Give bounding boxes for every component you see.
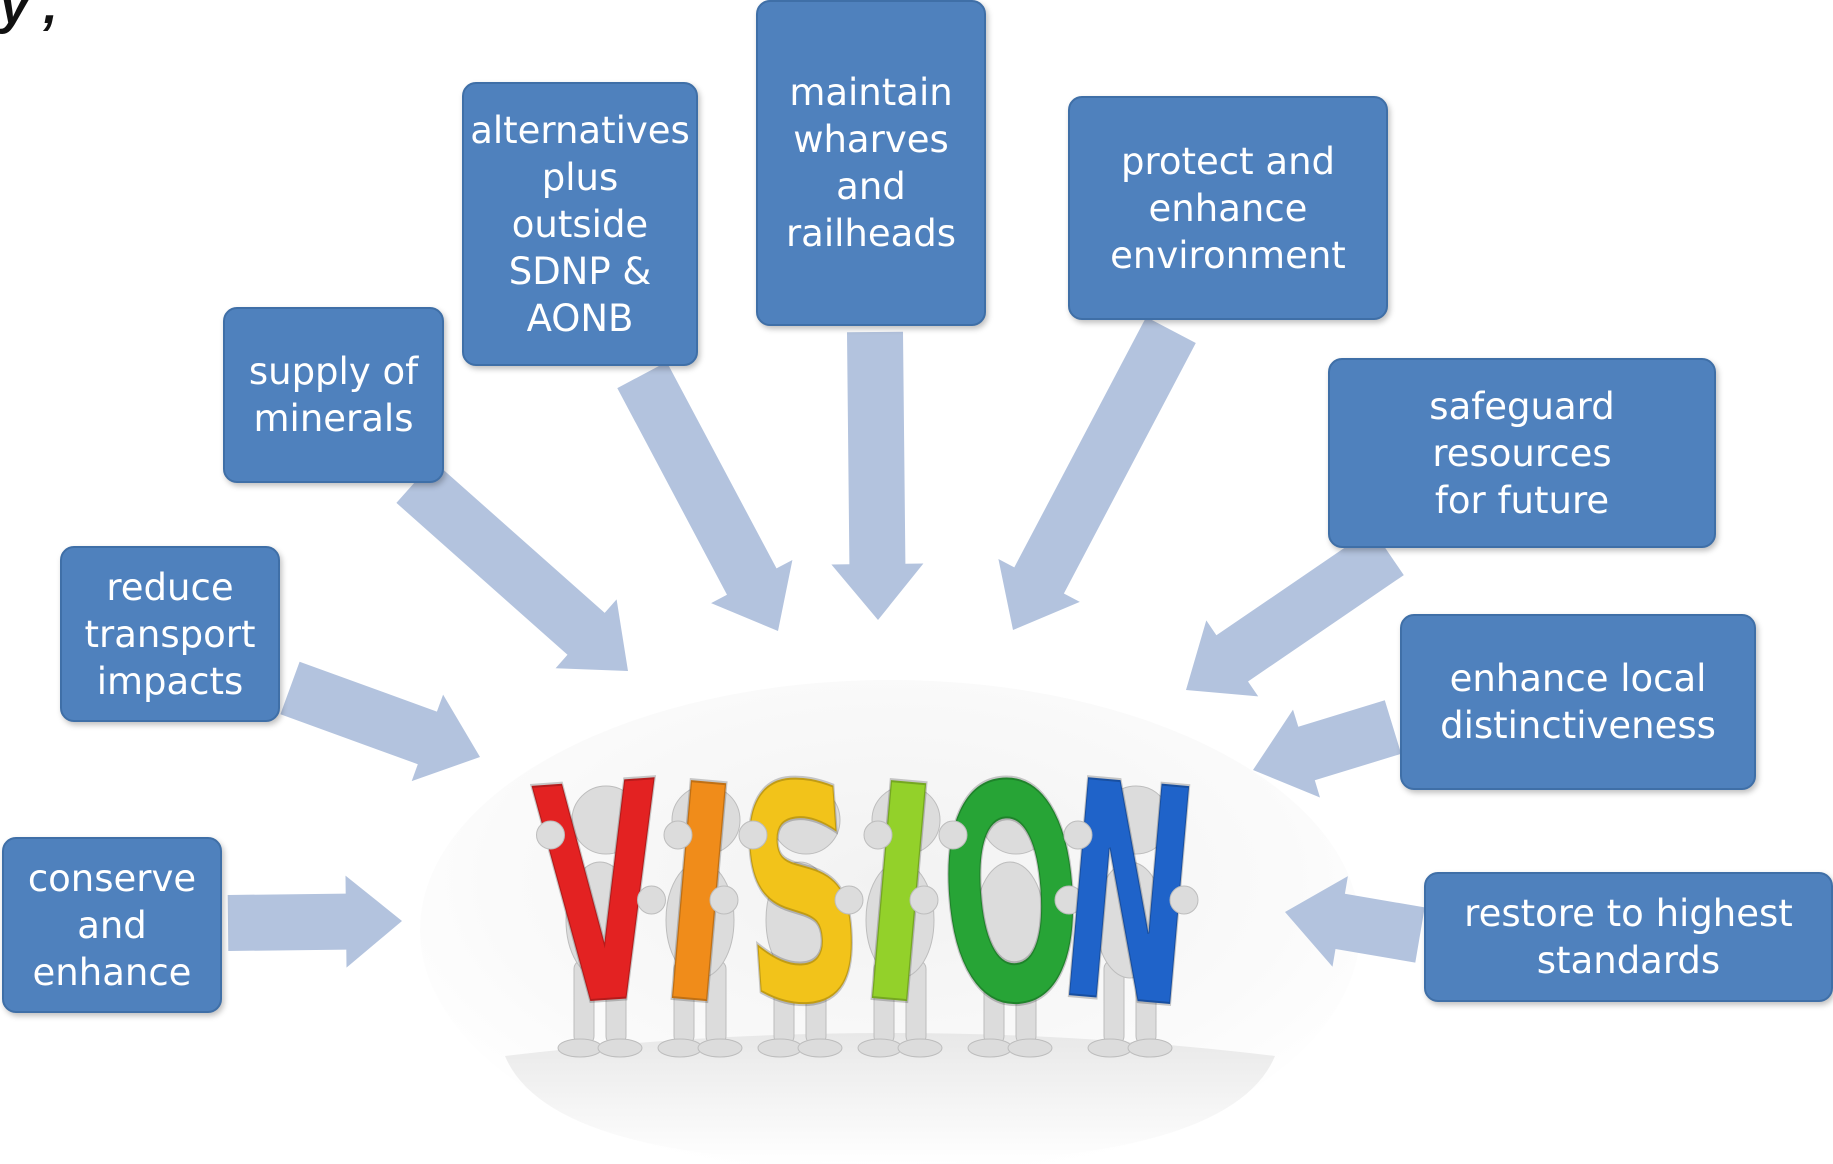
figure-holding-letter: S	[727, 716, 875, 1077]
box-line: environment	[1110, 233, 1346, 277]
floor-reflection	[505, 1033, 1275, 1164]
box-line: enhance	[32, 950, 192, 994]
box-line: maintain	[789, 71, 953, 114]
box-line: alternatives	[470, 108, 690, 152]
box-line: wharves	[793, 118, 949, 161]
figure-holding-letter: O	[927, 716, 1095, 1078]
box-line: reduce	[106, 565, 234, 609]
arrow-restore-standards	[1285, 876, 1425, 967]
box-line: and	[836, 165, 906, 208]
box-line: standards	[1536, 939, 1721, 982]
box-line: AONB	[526, 296, 634, 340]
arrow-safeguard-resources	[1186, 528, 1404, 697]
figure-holding-letter: N	[1047, 715, 1211, 1078]
arrow-supply-minerals	[396, 461, 628, 671]
arrow-alternatives	[617, 361, 793, 631]
arrow-maintain-wharves	[831, 331, 924, 620]
box-line: minerals	[253, 397, 414, 440]
box-line: impacts	[96, 659, 244, 703]
box-line: for future	[1434, 478, 1610, 522]
box-line: and	[77, 903, 147, 947]
box-line: SDNP &	[508, 249, 652, 293]
box-line: plus outside	[511, 155, 649, 246]
box-line: restore to highest	[1464, 892, 1793, 935]
arrow-protect-environment	[998, 317, 1196, 630]
box-line: safeguard resources	[1429, 384, 1615, 475]
figure-holding-letter: I	[846, 718, 950, 1076]
box-line: protect and	[1120, 139, 1335, 183]
figure-holding-letter: V	[525, 716, 679, 1077]
box-line: distinctiveness	[1440, 704, 1716, 747]
arrow-local-distinctiveness	[1253, 700, 1402, 798]
title-fragment: y ,	[0, 0, 58, 35]
box-line: enhance	[1148, 186, 1308, 230]
box-line: transport	[84, 612, 256, 656]
box-line: railheads	[785, 212, 957, 255]
box-line: conserve	[27, 856, 197, 900]
arrow-reduce-transport	[280, 661, 480, 782]
box-line: supply of	[248, 350, 419, 393]
arrow-conserve	[227, 875, 402, 968]
box-line: enhance local	[1449, 657, 1707, 700]
